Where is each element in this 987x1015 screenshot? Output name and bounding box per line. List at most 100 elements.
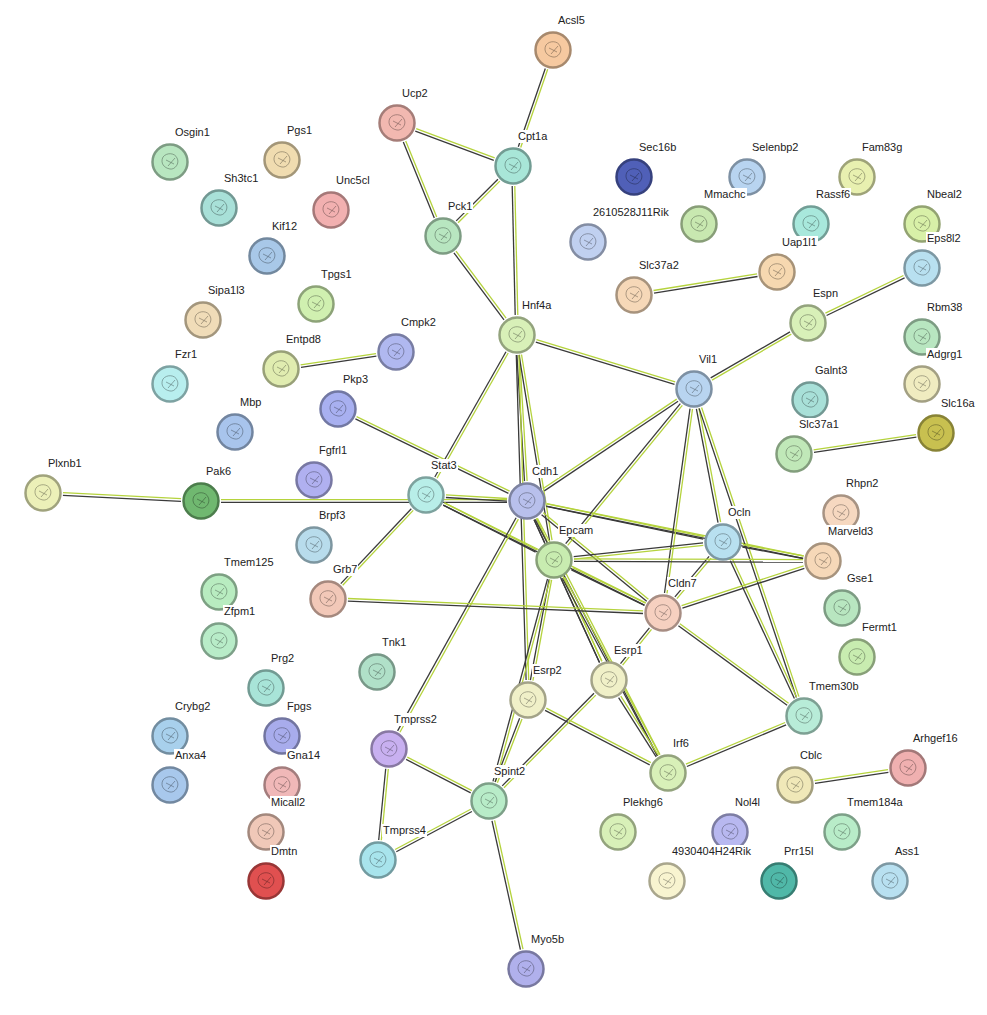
node-label: Galnt3 xyxy=(814,364,848,377)
interaction-edge xyxy=(63,493,181,502)
node-circle xyxy=(377,333,415,371)
node-circle xyxy=(507,950,545,988)
protein-node: Tmem184a xyxy=(823,813,861,851)
node-circle xyxy=(247,669,285,707)
interaction-edge xyxy=(711,332,792,380)
edge-stroke xyxy=(665,409,691,593)
node-circle xyxy=(680,205,718,243)
node-label: Dmtn xyxy=(270,845,298,858)
node-circle xyxy=(804,542,842,580)
interaction-edge xyxy=(415,129,494,161)
protein-node: Mbp xyxy=(216,413,254,451)
edge-stroke xyxy=(301,356,376,367)
interaction-edge xyxy=(512,186,518,315)
interaction-edge xyxy=(574,559,803,562)
edge-stroke xyxy=(574,545,703,559)
node-label: Pak6 xyxy=(205,465,232,478)
edge-stroke xyxy=(667,409,693,593)
edge-stroke xyxy=(571,570,644,606)
node-label: Pkp3 xyxy=(342,373,369,386)
node-label: Rassf6 xyxy=(815,188,851,201)
node-label: Epcam xyxy=(558,524,594,537)
protein-node: Ass1 xyxy=(871,862,909,900)
edge-stroke xyxy=(221,499,507,500)
edge-stroke xyxy=(621,696,659,755)
interaction-edge xyxy=(654,274,758,293)
protein-node: Mmachc xyxy=(680,205,718,243)
node-label: Slc37a2 xyxy=(638,259,680,272)
node-label: Tmem125 xyxy=(223,556,275,569)
protein-node: Anxa4 xyxy=(151,766,189,804)
node-label: Eps8l2 xyxy=(926,232,962,245)
node-circle xyxy=(262,350,300,388)
protein-node: 2610528J11Rik xyxy=(569,223,607,261)
protein-node: Cpt1a xyxy=(494,147,532,185)
node-label: Vil1 xyxy=(698,353,718,366)
interaction-edge xyxy=(619,696,659,757)
edge-stroke xyxy=(733,560,797,698)
protein-node: Acsl5 xyxy=(534,31,572,69)
node-circle xyxy=(151,143,189,181)
interaction-edge xyxy=(348,599,643,614)
protein-node: Fermt1 xyxy=(838,638,876,676)
node-label: Micall2 xyxy=(270,796,306,809)
node-label: 2610528J11Rik xyxy=(592,206,670,219)
node-label: Rbm38 xyxy=(926,301,963,314)
node-label: Rhpn2 xyxy=(845,477,879,490)
interaction-edge xyxy=(545,708,651,765)
node-label: Marveld3 xyxy=(827,525,874,538)
node-circle xyxy=(370,730,408,768)
edge-stroke xyxy=(398,518,516,731)
node-label: Kif12 xyxy=(271,220,298,233)
protein-node: Cldn7 xyxy=(644,594,682,632)
edge-stroke xyxy=(814,437,916,452)
node-circle xyxy=(534,31,572,69)
node-circle xyxy=(359,841,397,879)
protein-node: Pck1 xyxy=(424,217,462,255)
node-circle xyxy=(704,523,742,561)
protein-node: Zfpm1 xyxy=(200,622,238,660)
edge-stroke xyxy=(546,708,651,763)
node-circle xyxy=(871,862,909,900)
edge-stroke xyxy=(680,624,789,704)
node-label: Nbeal2 xyxy=(926,188,963,201)
node-label: Grb7 xyxy=(332,563,358,576)
node-label: Stat3 xyxy=(430,459,458,472)
node-circle xyxy=(823,589,861,627)
protein-node: Brpf3 xyxy=(295,526,333,564)
interaction-edge xyxy=(815,770,889,784)
protein-node: Slc16a xyxy=(917,414,955,452)
node-label: Tmem184a xyxy=(846,796,904,809)
node-circle xyxy=(649,754,687,792)
protein-node: Sec16b xyxy=(615,158,653,196)
edge-stroke xyxy=(619,698,657,757)
node-label: Fzr1 xyxy=(174,348,198,361)
node-label: Esrp2 xyxy=(532,664,563,677)
node-label: Nol4l xyxy=(734,796,761,809)
node-label: Mmachc xyxy=(703,188,747,201)
node-circle xyxy=(248,237,286,275)
node-circle xyxy=(675,370,713,408)
edge-stroke xyxy=(566,404,681,544)
protein-node: Marveld3 xyxy=(804,542,842,580)
edge-stroke xyxy=(574,561,803,563)
edge-stroke xyxy=(495,820,523,949)
node-circle xyxy=(358,653,396,691)
edge-stroke xyxy=(562,578,657,756)
interaction-edge xyxy=(814,435,917,453)
interaction-edge xyxy=(682,566,805,608)
node-circle xyxy=(200,622,238,660)
node-label: Acsl5 xyxy=(557,14,586,27)
node-circle xyxy=(599,813,637,851)
node-label: Unc5cl xyxy=(335,174,371,187)
protein-node: Vil1 xyxy=(675,370,713,408)
protein-node: Sh3tc1 xyxy=(200,189,238,227)
edge-stroke xyxy=(686,723,785,765)
protein-node: Epcam xyxy=(535,541,573,579)
edge-stroke xyxy=(537,340,676,382)
node-circle xyxy=(151,766,189,804)
interaction-edge xyxy=(696,408,720,522)
edge-stroke xyxy=(492,821,520,950)
edge-stroke xyxy=(574,558,803,560)
